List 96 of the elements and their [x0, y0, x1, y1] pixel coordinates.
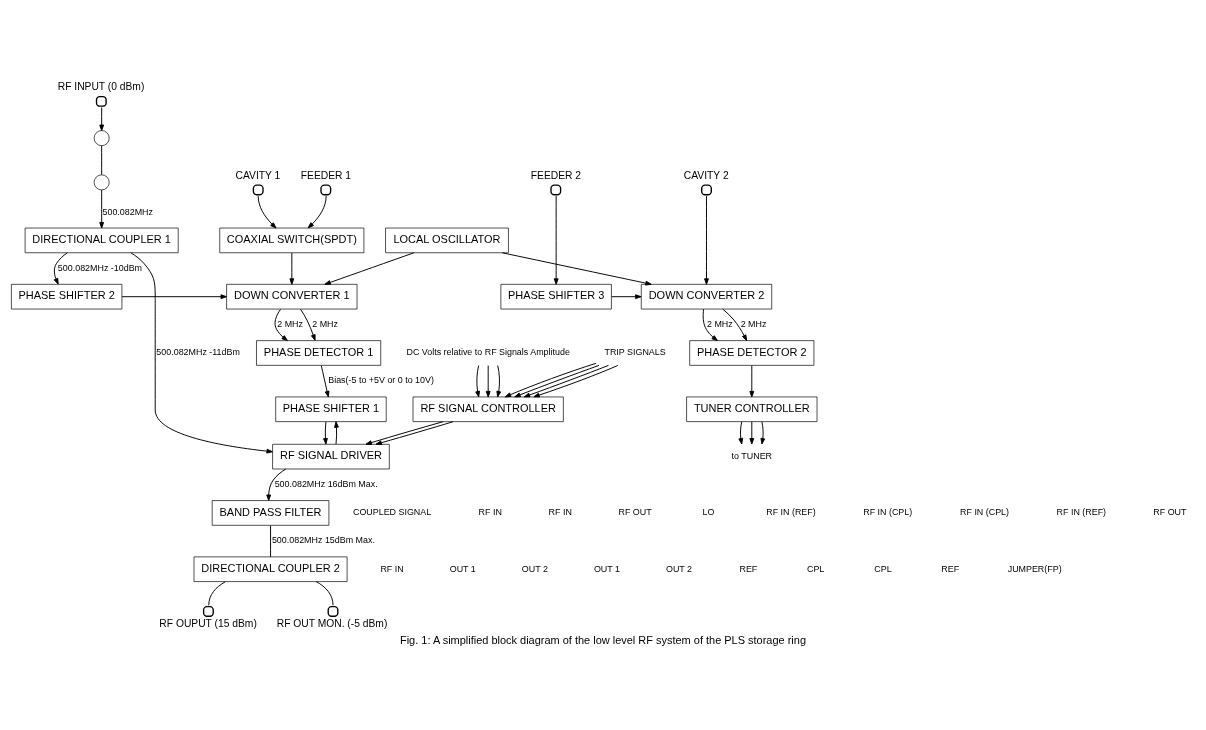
node-box: DIRECTIONAL COUPLER 2 [193, 556, 348, 582]
label: JUMPER(FP) [1007, 563, 1062, 574]
arrow [523, 364, 609, 398]
label: RF IN (REF) [766, 507, 816, 518]
label: REF [739, 563, 758, 574]
label: OUT 2 [665, 563, 693, 574]
label: CPL [874, 563, 892, 574]
arrow [501, 252, 652, 286]
label: RF IN [380, 563, 404, 574]
label: RF IN (REF) [1056, 507, 1107, 518]
arrow [760, 421, 766, 445]
node-label: FEEDER 1 [300, 169, 352, 181]
arrow [307, 195, 327, 229]
arrow [496, 365, 502, 398]
arrow [289, 252, 295, 285]
connector [270, 525, 272, 558]
node-box: TUNER CONTROLLER [686, 396, 818, 422]
edge-label: 2 MHz [312, 319, 338, 330]
node-box: PHASE SHIFTER 3 [500, 284, 612, 310]
arrow [702, 308, 718, 342]
label: COUPLED SIGNAL [352, 507, 432, 518]
node-text: to TUNER [731, 450, 773, 461]
node-label: FEEDER 2 [530, 169, 582, 181]
node-label: RF OUT MON. (-5 dBm) [276, 618, 388, 630]
arrow [257, 195, 277, 229]
label: RF OUT [618, 507, 652, 518]
edge-label: 2 MHz [740, 319, 767, 330]
caption: Fig. 1: A simplified block diagram of the low level RF system of the PLS storage ring [399, 633, 807, 646]
label: CPL [806, 563, 825, 574]
node-box: COAXIAL SWITCH(SPDT) [219, 227, 365, 254]
arrow [722, 308, 748, 342]
arrow [334, 421, 339, 445]
label: RF IN (CPL) [960, 507, 1010, 518]
node-label: CAVITY 1 [235, 169, 281, 181]
arrow [749, 365, 755, 398]
arrow [514, 364, 600, 398]
arrow [375, 421, 454, 446]
arrow [485, 365, 491, 398]
arrow [53, 252, 68, 285]
node-box: DOWN CONVERTER 1 [226, 284, 358, 310]
label: LO [702, 507, 715, 518]
arrow [749, 421, 755, 445]
label: REF [941, 563, 960, 574]
arrow [475, 365, 480, 398]
label: RF IN (CPL) [863, 507, 913, 518]
connector [101, 145, 103, 176]
connector [208, 581, 226, 606]
arrow [553, 195, 559, 285]
arrow [300, 308, 316, 341]
node-box: LOCAL OSCILLATOR [385, 227, 509, 254]
edge-label: 500.082MHz 15dBm Max. [271, 535, 375, 546]
arrow [533, 364, 619, 398]
arrow [324, 252, 415, 285]
node-box: RF SIGNAL CONTROLLER [412, 396, 564, 422]
node-label: CAVITY 2 [683, 169, 729, 181]
arrow [274, 308, 288, 342]
label: OUT 1 [593, 563, 620, 574]
node-label: RF OUPUT (15 dBm) [159, 618, 257, 630]
node-box: DIRECTIONAL COUPLER 1 [24, 227, 179, 254]
arrow [99, 189, 105, 229]
node-box: PHASE SHIFTER 2 [11, 284, 123, 310]
arrow [504, 362, 597, 398]
node-box: PHASE SHIFTER 1 [275, 396, 387, 422]
connector [315, 581, 334, 606]
node-label: RF INPUT (0 dBm) [57, 81, 145, 93]
arrow [320, 365, 330, 398]
arrow [738, 421, 744, 445]
node-circle [93, 130, 110, 146]
node-text: TRIP SIGNALS [604, 347, 666, 358]
node-box: PHASE DETECTOR 2 [689, 340, 815, 366]
arrow [130, 252, 273, 454]
arrow [704, 195, 709, 285]
arrow [99, 107, 105, 131]
node-box: BAND PASS FILTER [211, 500, 330, 526]
edge-label: 2 MHz [707, 319, 733, 330]
node-text: DC Volts relative to RF Signals Amplitude [406, 347, 570, 358]
edge-label: 2 MHz [277, 319, 303, 330]
node-box: DOWN CONVERTER 2 [640, 284, 773, 310]
edge-label: 500.082MHz -11dBm [156, 347, 240, 358]
label: OUT 1 [449, 563, 476, 574]
label: OUT 2 [521, 563, 548, 574]
node-circle [93, 174, 110, 191]
edge-label: 500.082MHz 16dBm Max. [274, 479, 378, 490]
arrow [121, 294, 227, 300]
edge-label: 500.082MHz -10dBm [57, 262, 143, 273]
node-box: RF SIGNAL DRIVER [272, 443, 390, 470]
edge-label: 500.082MHz [102, 206, 153, 217]
arrow [266, 468, 287, 501]
arrow [365, 421, 444, 445]
label: RF IN [478, 507, 502, 518]
arrow [323, 421, 328, 445]
edge-label: Bias(-5 to +5V or 0 to 10V) [328, 375, 434, 386]
label: RF OUT [1153, 507, 1187, 518]
label: RF IN [548, 507, 572, 518]
arrow [611, 294, 642, 300]
node-box: PHASE DETECTOR 1 [256, 340, 382, 366]
